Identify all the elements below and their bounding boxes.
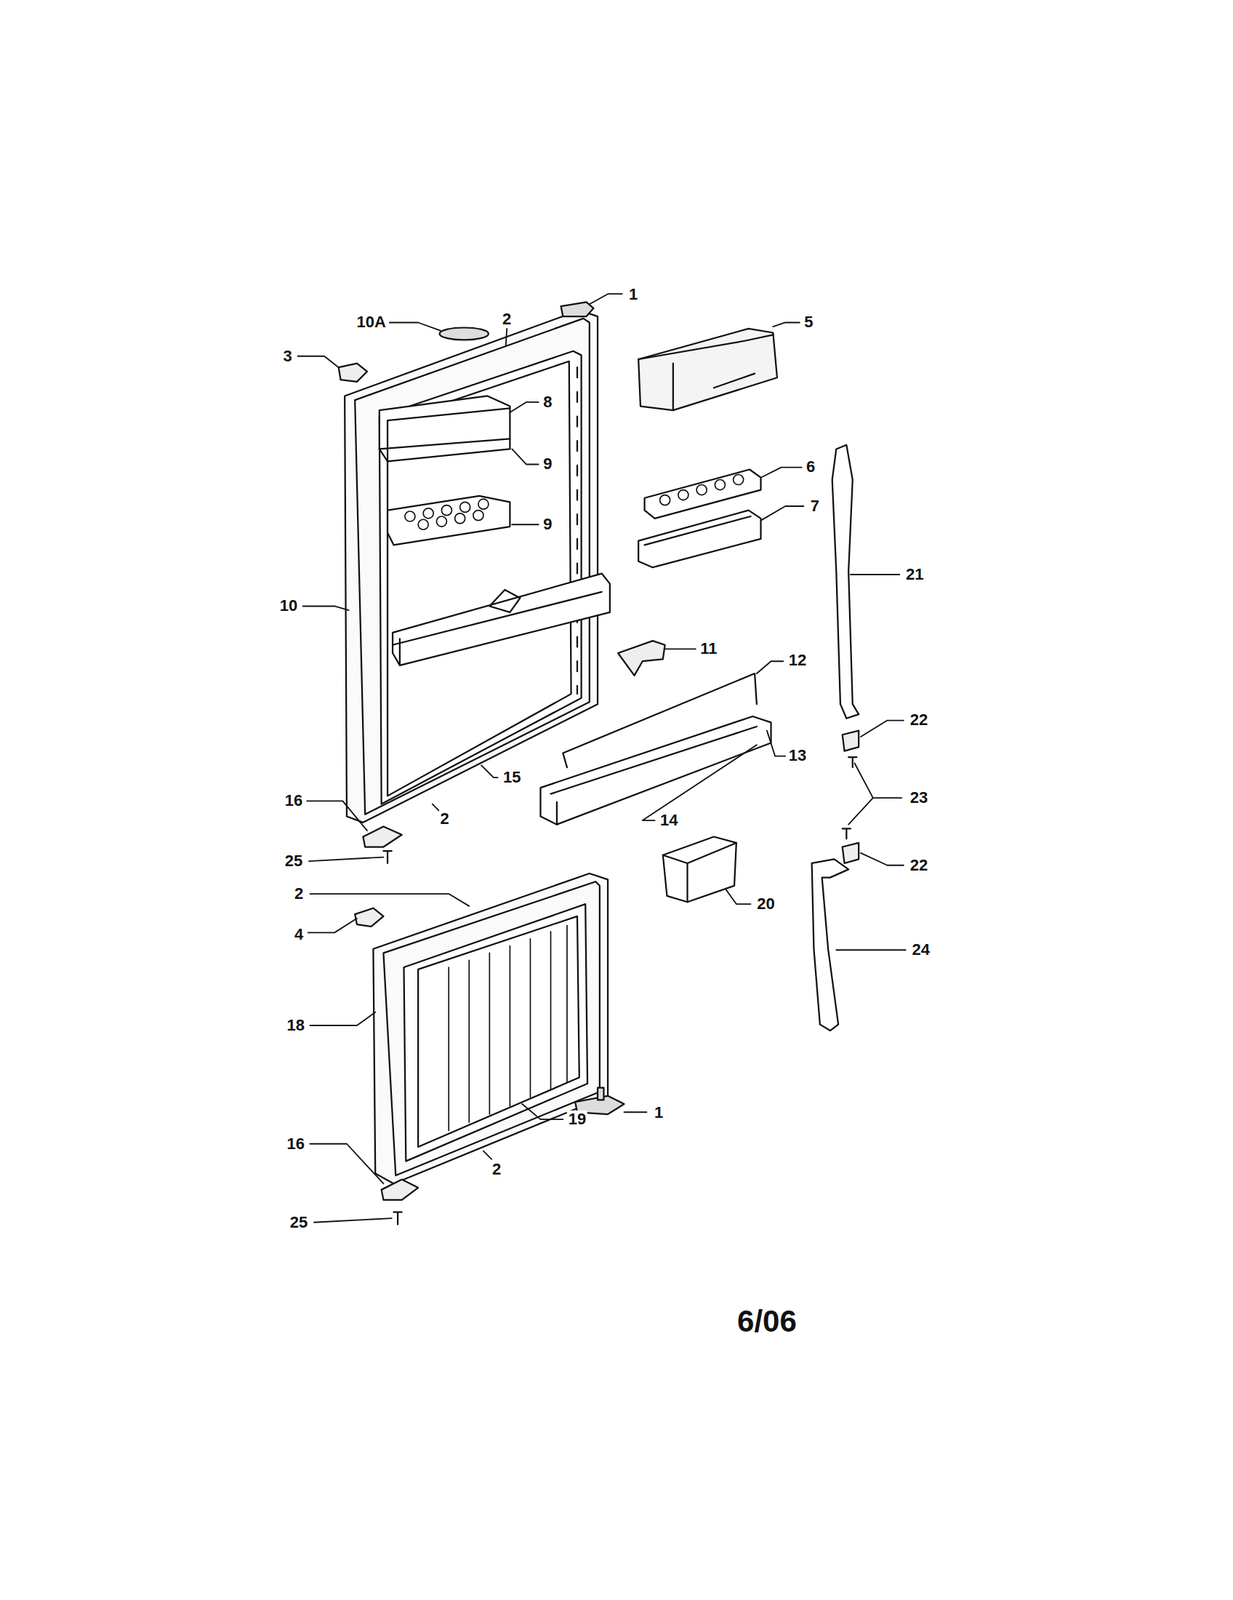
callout-number: 9 [541, 455, 554, 473]
callout-number: 19 [567, 1110, 588, 1128]
callout-number: 16 [285, 1134, 307, 1152]
leader-lines [298, 293, 906, 1223]
callout-number: 21 [904, 565, 925, 584]
hinge-part [381, 1179, 419, 1200]
callout-number: 2 [292, 884, 305, 903]
bracket [842, 842, 859, 863]
freezer-door [372, 873, 608, 1183]
callout-number: 10 [278, 596, 299, 615]
callout-number: 9 [541, 515, 554, 533]
storage-box [663, 836, 737, 903]
callout-number: 8 [541, 393, 554, 411]
callout-number: 6 [804, 458, 817, 476]
clip-part [617, 640, 666, 676]
callout-number: 22 [908, 855, 930, 874]
callout-number: 12 [787, 651, 808, 669]
callout-number: 14 [658, 811, 680, 829]
callout-number: 24 [910, 940, 931, 959]
badge-part [439, 327, 489, 340]
refrigerator-door [344, 310, 610, 823]
callout-number: 1 [627, 285, 640, 304]
callout-number: 13 [787, 746, 808, 765]
hinge-part [362, 825, 402, 847]
callout-number: 11 [698, 639, 719, 658]
callout-number: 16 [283, 791, 304, 810]
callout-number: 25 [288, 1212, 309, 1231]
screw [842, 828, 851, 839]
door-shelf [540, 716, 771, 825]
callout-number: 10A [354, 313, 387, 331]
upper-handle [832, 444, 859, 719]
hinge-part [338, 363, 368, 382]
callout-number: 1 [652, 1103, 665, 1122]
callout-number: 2 [490, 1160, 503, 1178]
callout-number: 18 [285, 1016, 307, 1034]
door-tray [638, 510, 761, 568]
screw [383, 850, 392, 863]
callout-number: 15 [501, 768, 522, 786]
callout-number: 22 [908, 711, 930, 729]
callout-number: 5 [802, 313, 815, 331]
revision-date: 6/06 [734, 1304, 800, 1338]
callout-number: 25 [283, 852, 304, 870]
callout-number: 2 [439, 809, 451, 828]
dairy-bin [638, 328, 778, 411]
callout-number: 4 [292, 925, 305, 943]
callout-number: 23 [908, 788, 930, 807]
bracket [842, 730, 859, 751]
cap-part [561, 301, 594, 317]
callout-number: 2 [500, 310, 513, 328]
hinge-part [354, 908, 384, 927]
callout-number: 20 [755, 894, 776, 913]
screw [393, 1211, 402, 1225]
callout-number: 7 [809, 497, 821, 515]
callout-number: 3 [281, 346, 293, 365]
lower-handle [812, 858, 850, 1031]
